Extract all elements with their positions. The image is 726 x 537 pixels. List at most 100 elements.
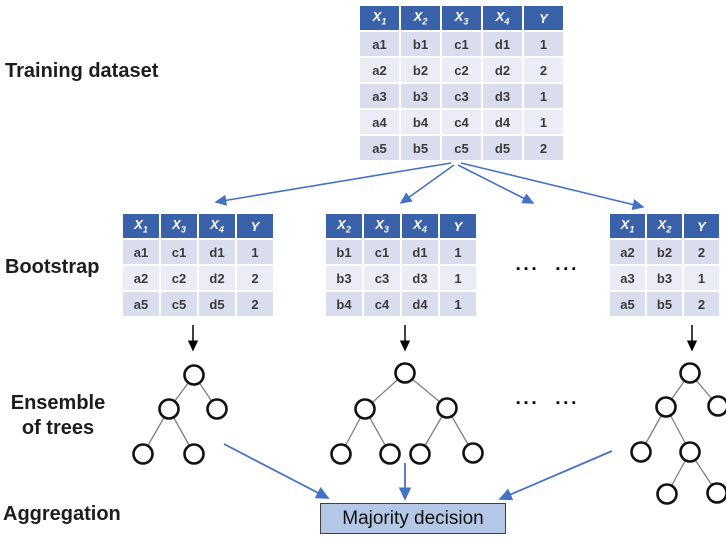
column-header: Y <box>237 214 273 238</box>
table-cell: a3 <box>610 266 645 290</box>
tree-node <box>409 443 431 465</box>
table-cell: b1 <box>401 32 440 56</box>
fan-arrow-4 <box>460 162 645 210</box>
tree-node <box>630 441 652 463</box>
table-cell: 2 <box>237 266 273 290</box>
table-cell: b3 <box>401 84 440 108</box>
table-cell: a5 <box>360 136 399 160</box>
table-cell: c3 <box>364 266 400 290</box>
table-cell: b4 <box>401 110 440 134</box>
column-header: X3 <box>161 214 197 238</box>
fan-arrow-1 <box>214 162 452 206</box>
table-cell: a1 <box>123 240 159 264</box>
table-cell: c1 <box>442 32 481 56</box>
aggregation-arrow-left <box>223 443 330 499</box>
bootstrap-fan-arrows <box>214 162 645 210</box>
table-cell: 2 <box>524 58 563 82</box>
label-training-dataset: Training dataset <box>5 60 159 82</box>
tree-node <box>330 443 352 465</box>
table-cell: a1 <box>360 32 399 56</box>
fan-arrow-3 <box>457 164 535 204</box>
table-cell: 1 <box>440 240 476 264</box>
table-cell: b2 <box>647 240 682 264</box>
table-cell: c1 <box>364 240 400 264</box>
tree-node <box>656 483 678 505</box>
tree-node <box>462 442 484 464</box>
tree-node <box>132 443 154 465</box>
table-cell: a2 <box>123 266 159 290</box>
table-cell: 2 <box>684 292 719 316</box>
table-cell: 1 <box>524 110 563 134</box>
tree-node <box>436 397 458 419</box>
table-cell: b2 <box>401 58 440 82</box>
table-cell: c1 <box>161 240 197 264</box>
table-cell: 2 <box>684 240 719 264</box>
column-header: X2 <box>647 214 682 238</box>
label-bootstrap: Bootstrap <box>5 256 100 278</box>
table-cell: b3 <box>647 266 682 290</box>
table-cell: 1 <box>440 292 476 316</box>
tree-node <box>679 441 701 463</box>
tree-node <box>158 398 180 420</box>
table-cell: d1 <box>199 240 235 264</box>
column-header: X3 <box>442 6 481 30</box>
table-cell: 2 <box>237 292 273 316</box>
column-header: X3 <box>364 214 400 238</box>
table-cell: d1 <box>483 32 522 56</box>
table-cell: b4 <box>326 292 362 316</box>
label-ensemble-of-trees: Ensemble of trees <box>3 391 113 441</box>
table-cell: d3 <box>483 84 522 108</box>
tree-node <box>354 398 376 420</box>
tree-node <box>679 362 701 384</box>
table-cell: c4 <box>442 110 481 134</box>
decision-tree-3 <box>630 362 726 505</box>
table-cell: d4 <box>402 292 438 316</box>
aggregation-arrows <box>223 443 613 501</box>
table-cell: d4 <box>483 110 522 134</box>
table-cell: 2 <box>524 136 563 160</box>
tree-node <box>655 396 677 418</box>
column-header: X1 <box>123 214 159 238</box>
majority-decision-label: Majority decision <box>342 507 484 529</box>
tree-node <box>183 364 205 386</box>
table-cell: c4 <box>364 292 400 316</box>
table-cell: d5 <box>199 292 235 316</box>
table-cell: a5 <box>123 292 159 316</box>
ellipsis-tables: ▪▪▪ ▪▪▪ <box>516 263 580 275</box>
table-cell: a5 <box>610 292 645 316</box>
table-cell: b1 <box>326 240 362 264</box>
table-cell: d1 <box>402 240 438 264</box>
majority-decision-box: Majority decision <box>320 503 506 534</box>
table-to-tree-arrows <box>187 325 698 352</box>
label-ensemble-line1: Ensemble <box>10 392 106 414</box>
column-header: X4 <box>199 214 235 238</box>
table-cell: c2 <box>161 266 197 290</box>
column-header: X1 <box>360 6 399 30</box>
column-header: X4 <box>483 6 522 30</box>
table-cell: a3 <box>360 84 399 108</box>
column-header: X2 <box>401 6 440 30</box>
table-cell: a2 <box>360 58 399 82</box>
decision-tree-2 <box>330 362 484 465</box>
table-cell: c5 <box>161 292 197 316</box>
table-cell: d3 <box>402 266 438 290</box>
table-cell: c5 <box>442 136 481 160</box>
ellipsis-trees: ▪▪▪ ▪▪▪ <box>516 397 580 409</box>
column-header: X1 <box>610 214 645 238</box>
tree-node <box>206 398 228 420</box>
